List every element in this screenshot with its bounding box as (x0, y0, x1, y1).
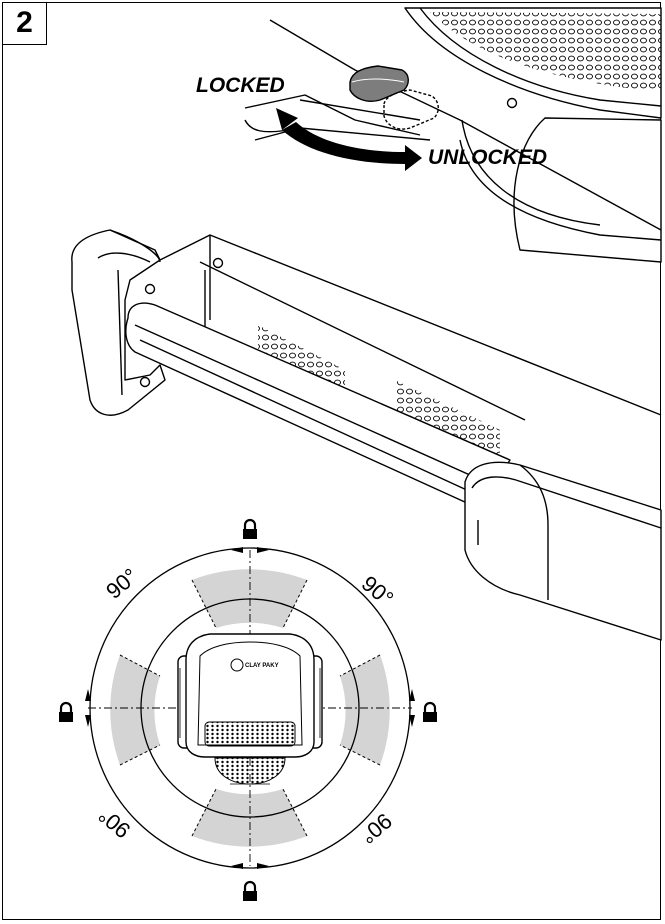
angle-label-bottom-left: 90° (94, 803, 136, 844)
unlocked-label: UNLOCKED (428, 146, 547, 169)
angle-label-top-left: 90° (101, 563, 143, 604)
brand-logo-text: CLAY PAKY (245, 663, 279, 669)
rotation-dial: CLAY PAKY 90° 90° 90° 90° (57, 518, 439, 903)
padlock-icon-top (241, 518, 259, 541)
locked-label: LOCKED (196, 74, 285, 97)
padlock-icon-right (421, 701, 439, 724)
padlock-icon-left (57, 701, 75, 724)
lamp-top-view (177, 633, 323, 785)
projector-base-illustration (71, 7, 662, 641)
brand-logo-icon (230, 658, 244, 672)
angle-label-top-right: 90° (357, 571, 399, 612)
padlock-icon-bottom (241, 880, 259, 903)
double-curved-arrow-icon (276, 108, 422, 171)
figure-number: 2 (3, 3, 47, 45)
angle-label-bottom-right: 90° (355, 808, 397, 849)
